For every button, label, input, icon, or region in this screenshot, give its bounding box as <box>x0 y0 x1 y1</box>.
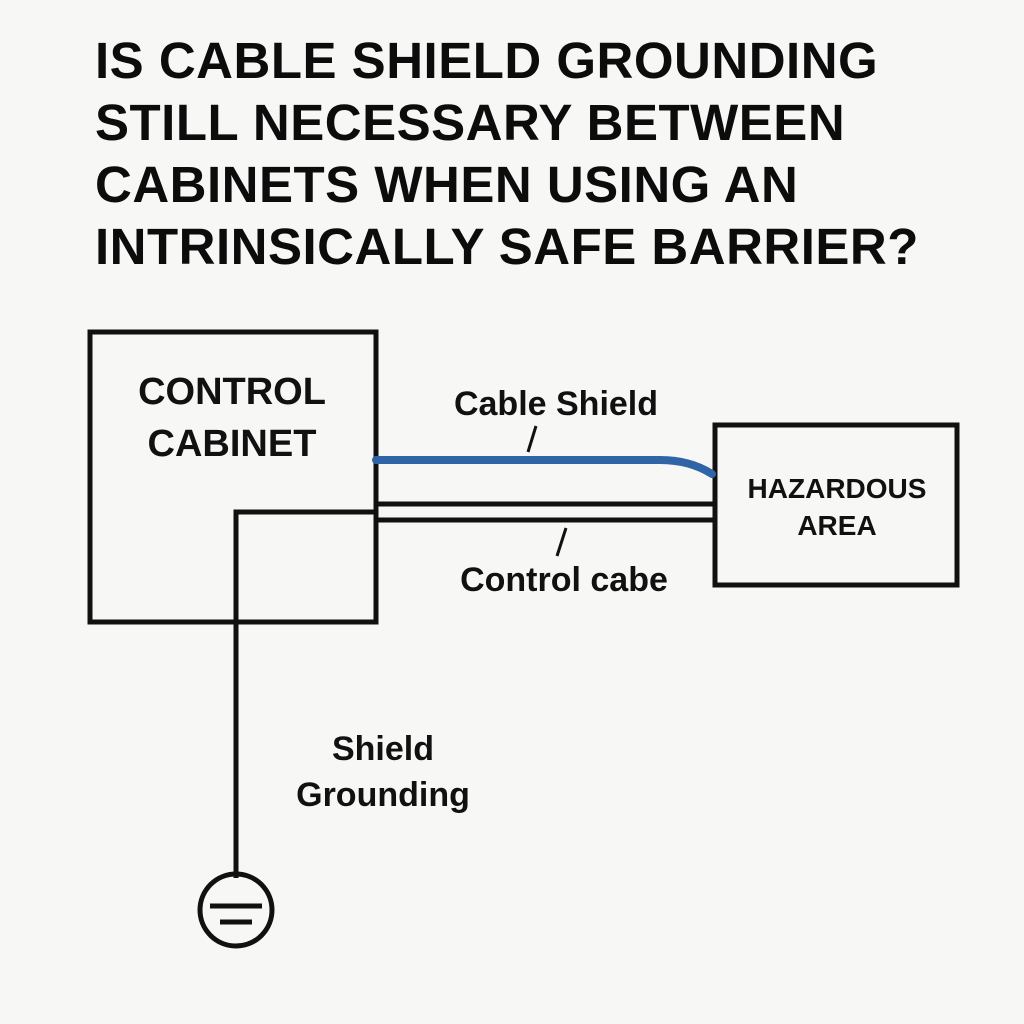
title-line-3: CABINETS WHEN USING AN <box>95 156 799 213</box>
control-cabinet-box <box>87 329 379 625</box>
cable-shield-line <box>372 456 716 478</box>
grounding-conductor <box>233 509 376 878</box>
control-cable-leader-line <box>555 527 568 557</box>
control-cabinet-label-line-2: CABINET <box>148 423 317 465</box>
hazardous-area-box <box>712 422 960 588</box>
control-cable-label: Control cabe <box>460 561 668 599</box>
title-line-4: INTRINSICALLY SAFE BARRIER? <box>95 218 919 275</box>
hazardous-area-label-line-2: AREA <box>797 510 876 541</box>
ground-symbol-icon <box>197 871 275 949</box>
shield-grounding-label-line-1: Shield <box>332 730 434 768</box>
cable-shield-label: Cable Shield <box>454 385 658 423</box>
shield-grounding-label-line-2: Grounding <box>296 776 470 814</box>
title-line-1: IS CABLE SHIELD GROUNDING <box>95 32 879 89</box>
hazardous-area-label-line-1: HAZARDOUS <box>748 473 927 504</box>
title-line-2: STILL NECESSARY BETWEEN <box>95 94 846 151</box>
cable-shield-leader-line <box>526 425 538 453</box>
control-cabinet-label-line-1: CONTROL <box>138 371 326 413</box>
question-title: IS CABLE SHIELD GROUNDING STILL NECESSAR… <box>95 30 995 278</box>
